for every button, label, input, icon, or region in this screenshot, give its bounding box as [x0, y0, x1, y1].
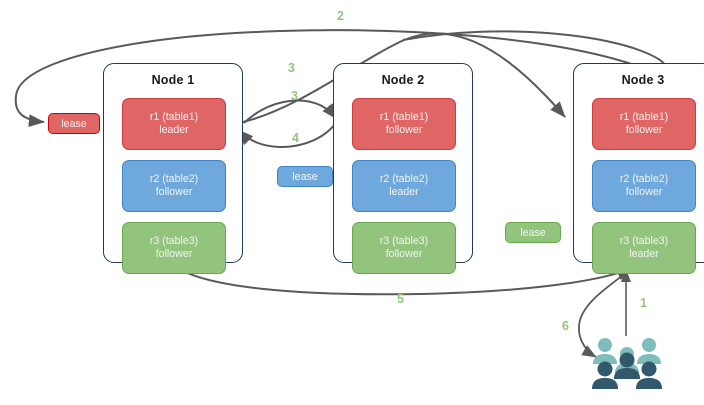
lease-blue[interactable]: lease: [277, 166, 333, 187]
step-label-3a: 3: [288, 61, 295, 75]
arrow-step-3-node1-to-node2: [243, 99, 338, 124]
node-1-replica-r2[interactable]: r2 (table2) follower: [122, 160, 226, 212]
step-label-5: 5: [397, 292, 404, 306]
node-1-replica-r3-role: follower: [155, 248, 193, 260]
lease-red-label: lease: [61, 117, 87, 130]
lease-red[interactable]: lease: [48, 113, 100, 134]
users-group-icon: [592, 338, 662, 389]
step-label-1: 1: [640, 296, 647, 310]
node-1-replica-r2-role: follower: [155, 186, 193, 198]
node-1-replica-r1-name: r1 (table1): [149, 110, 199, 123]
node-2-replica-r2-role: leader: [389, 186, 419, 198]
node-3-replica-r3[interactable]: r3 (table3) leader: [592, 222, 696, 274]
node-1-replica-r3-name: r3 (table3): [149, 234, 199, 247]
node-1-title: Node 1: [151, 73, 195, 87]
node-1-replica-r2-name: r2 (table2): [149, 172, 199, 185]
arrow-step-5-node1-to-node3: [171, 263, 633, 296]
step-label-4: 4: [292, 131, 299, 145]
step-label-6: 6: [562, 319, 569, 333]
step-label-2: 2: [337, 9, 344, 23]
node-3-replica-r2-role: follower: [625, 186, 663, 198]
node-3-replica-r1-name: r1 (table1): [619, 110, 669, 123]
arrow-step-6-node3-to-users: [578, 267, 633, 358]
node-1-replica-r1-role: leader: [159, 124, 189, 136]
node-1[interactable]: Node 1 r1 (table1) leader r2 (table2) fo…: [103, 63, 243, 274]
step-label-3b: 3: [291, 89, 298, 103]
node-2-replica-r1-name: r1 (table1): [379, 110, 429, 123]
node-2-replica-r3[interactable]: r3 (table3) follower: [352, 222, 456, 274]
arrow-step-4-node2-to-node1: [237, 122, 337, 148]
node-3-replica-r3-name: r3 (table3): [619, 234, 669, 247]
node-2-replica-r2[interactable]: r2 (table2) leader: [352, 160, 456, 212]
node-3-replica-r2[interactable]: r2 (table2) follower: [592, 160, 696, 212]
node-3-title: Node 3: [621, 73, 665, 87]
node-1-replica-r3[interactable]: r3 (table3) follower: [122, 222, 226, 274]
node-2[interactable]: Node 2 r1 (table1) follower r2 (table2) …: [333, 63, 473, 274]
node-3-replica-r2-name: r2 (table2): [619, 172, 669, 185]
node-3-replica-r1-role: follower: [625, 124, 663, 136]
lease-green[interactable]: lease: [505, 222, 561, 243]
arrow-step-3-node1-to-node3: [242, 32, 566, 123]
node-1-replica-r1[interactable]: r1 (table1) leader: [122, 98, 226, 150]
node-2-title: Node 2: [381, 73, 425, 87]
lease-blue-label: lease: [292, 170, 318, 183]
node-2-replica-r2-name: r2 (table2): [379, 172, 429, 185]
lease-green-label: lease: [520, 226, 546, 239]
node-2-replica-r3-role: follower: [385, 248, 423, 260]
node-2-replica-r1-role: follower: [385, 124, 423, 136]
node-3-replica-r3-role: leader: [629, 248, 659, 260]
node-3[interactable]: Node 3 r1 (table1) follower r2 (table2) …: [573, 63, 704, 274]
node-2-replica-r3-name: r3 (table3): [379, 234, 429, 247]
node-3-replica-r1[interactable]: r1 (table1) follower: [592, 98, 696, 150]
node-2-replica-r1[interactable]: r1 (table1) follower: [352, 98, 456, 150]
